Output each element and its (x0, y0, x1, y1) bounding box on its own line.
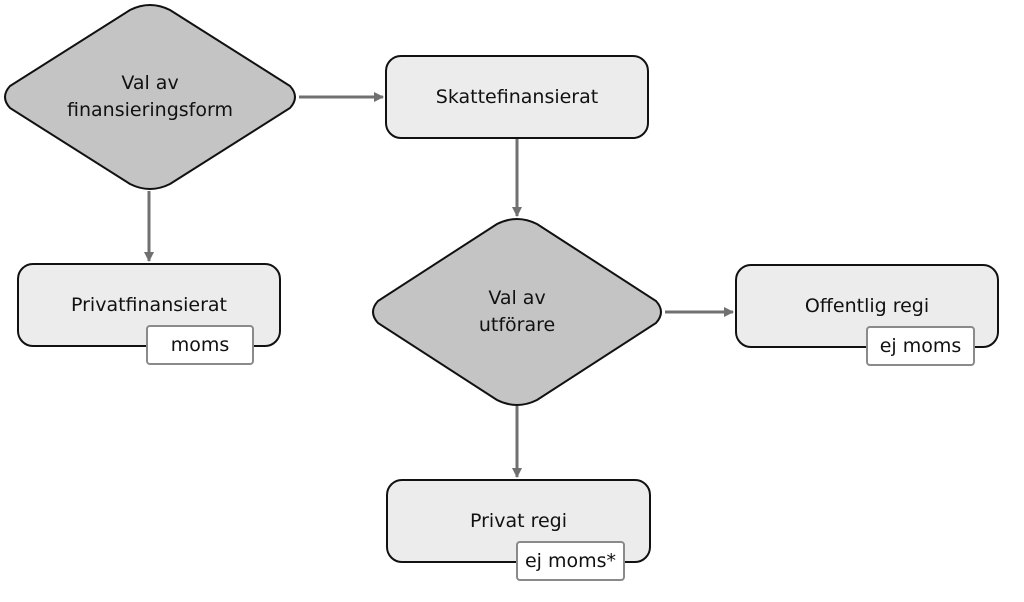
decision-provider-line2: utförare (478, 314, 556, 336)
tag-public-text: ej moms (879, 335, 962, 357)
decision-financing-label: Val av finansieringsform (0, 2, 300, 192)
node-public-regi-label: Offentlig regi (804, 295, 930, 317)
node-private-financed-label: Privatfinansierat (70, 294, 228, 316)
tag-private-financed-text: moms (170, 334, 230, 356)
decision-financing-form: Val av finansieringsform (0, 2, 300, 192)
node-tax-financed: Skattefinansierat (385, 55, 649, 139)
decision-provider-line1: Val av (488, 287, 546, 309)
tag-private-text: ej moms* (524, 550, 617, 572)
tag-private-financed-vat: moms (146, 325, 254, 365)
decision-provider-shape (372, 218, 662, 406)
node-private-financed: Privatfinansierat (17, 263, 281, 347)
tag-private-no-vat: ej moms* (516, 541, 625, 581)
decision-provider: Val av utförare (368, 216, 666, 408)
decision-financing-shape (4, 4, 296, 190)
node-tax-financed-label: Skattefinansierat (435, 86, 599, 108)
node-private-regi-label: Privat regi (469, 510, 567, 532)
decision-provider-label: Val av utförare (368, 216, 666, 408)
decision-financing-line2: finansieringsform (67, 99, 233, 121)
decision-financing-line1: Val av (121, 72, 179, 94)
tag-public-no-vat: ej moms (866, 326, 975, 366)
